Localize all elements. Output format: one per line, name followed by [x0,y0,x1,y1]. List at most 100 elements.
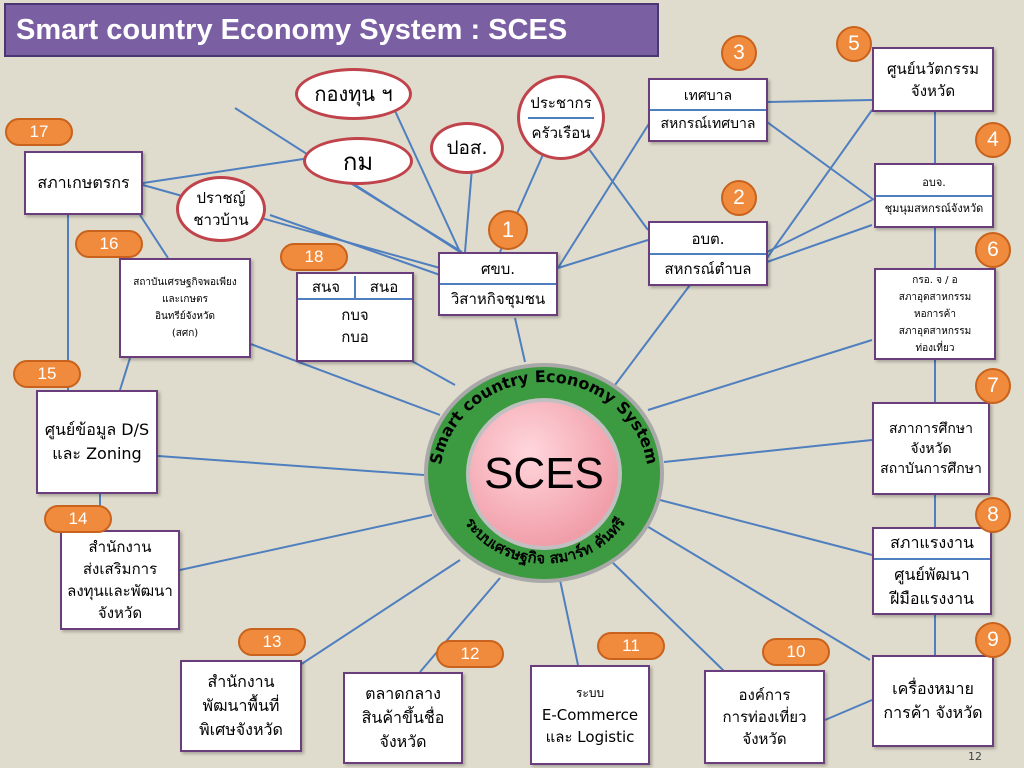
education-line2: จังหวัด [910,440,952,457]
badge-16: 16 [75,230,143,258]
innovation-line1: ศูนย์นวัตกรรม [886,59,980,78]
badge-2: 2 [721,180,757,216]
badge-7: 7 [975,368,1011,404]
sorkhobor-divider [440,283,556,285]
oval-porsor-label: ปอส. [446,137,488,159]
tessaban-line2: สหกรณ์เทศบาล [660,116,756,132]
sapha-kaset-label: สภาเกษตรกร [37,173,130,192]
box-innovation: ศูนย์นวัตกรรม จังหวัด [872,47,994,112]
box-sathaban: สถาบันเศรษฐกิจพอเพียง และเกษตร อินทรีย์จ… [119,258,251,358]
oval-porsor: ปอส. [430,122,504,174]
sanjor-header-row: สนจ สนอ [298,276,412,300]
education-line1: สภาการศึกษา [889,420,973,437]
box-korjor: กรอ. จ / อ สภาอุตสาหกรรม หอการค้า สภาอุต… [874,268,996,360]
slide-title: Smart country Economy System : SCES [4,3,659,57]
badge-13: 13 [238,628,306,656]
sanjor-cell-1: สนจ [298,276,356,298]
box-tourism: องค์การ การท่องเที่ยว จังหวัด [704,670,825,764]
tessaban-line1: เทศบาล [683,88,733,104]
page-number: 12 [968,750,982,763]
oval-prachakorn-divider [528,116,594,119]
data-center-line2: และ Zoning [52,444,142,463]
sces-core: SCES [466,398,622,550]
sanjor-cell-2: สนอ [369,278,399,296]
oval-prachakorn-line1: ประชากร [530,93,592,112]
oval-kom: กม [303,137,413,185]
market-line3: จังหวัด [379,732,427,751]
sanjor-line4: กบอ [341,328,369,346]
orbochor-divider [876,194,992,197]
investment-line4: จังหวัด [97,604,143,622]
box-education: สภาการศึกษา จังหวัด สถาบันการศึกษา [872,402,990,495]
ecommerce-line2: E-Commerce [541,706,639,724]
box-labor: สภาแรงงาน ศูนย์พัฒนา ฝีมือแรงงาน [872,527,992,615]
sathaban-line4: (สศก) [171,328,199,339]
badge-18: 18 [280,243,348,271]
korjor-line5: ท่องเที่ยว [915,342,955,354]
special-zone-line2: พัฒนาพื้นที่ [202,696,280,715]
sorkhobor-line2: วิสาหกิจชุมชน [450,290,546,308]
box-ecommerce: ระบบ E-Commerce และ Logistic [530,665,650,765]
orbochor-line2: ชุมนุมสหกรณ์จังหวัด [884,201,984,215]
sathaban-line1: สถาบันเศรษฐกิจพอเพียง [133,277,237,288]
box-sorkhobor: ศขบ. วิสาหกิจชุมชน [438,252,558,316]
trademark-line2: การค้า จังหวัด [883,703,983,722]
sorkhobor-line1: ศขบ. [480,260,516,278]
special-zone-line3: พิเศษจังหวัด [199,720,283,739]
oval-prachakorn: ประชากร ครัวเรือน [517,75,605,160]
badge-15: 15 [13,360,81,388]
data-center-line1: ศูนย์ข้อมูล D/S [44,420,150,439]
box-special-zone: สำนักงาน พัฒนาพื้นที่ พิเศษจังหวัด [180,660,302,752]
badge-9: 9 [975,622,1011,658]
sanjor-line3: กบจ [341,306,369,324]
oval-prat: ปราชญ์ ชาวบ้าน [176,176,266,242]
labor-line3: ฝีมือแรงงาน [890,589,974,608]
education-line3: สถาบันการศึกษา [880,460,982,477]
badge-5: 5 [836,26,872,62]
innovation-line2: จังหวัด [910,81,956,100]
labor-divider [874,558,990,560]
investment-line2: ส่งเสริมการ [82,560,158,578]
box-orbotor: อบต. สหกรณ์ตำบล [648,221,768,286]
tourism-line2: การท่องเที่ยว [722,708,807,726]
box-data-center: ศูนย์ข้อมูล D/S และ Zoning [36,390,158,494]
badge-14: 14 [44,505,112,533]
box-sapha-kaset: สภาเกษตรกร [24,151,143,215]
badge-6: 6 [975,232,1011,268]
box-investment: สำนักงาน ส่งเสริมการ ลงทุนและพัฒนา จังหว… [60,530,180,630]
oval-kongtun-label: กองทุน ฯ [314,81,393,106]
tourism-line1: องค์การ [738,686,791,704]
box-sanjor: สนจ สนอ กบจ กบอ [296,272,414,362]
orbotor-line1: อบต. [691,229,725,248]
badge-3: 3 [721,35,757,71]
orbotor-divider [650,252,766,255]
box-orbochor: อบจ. ชุมนุมสหกรณ์จังหวัด [874,163,994,228]
labor-line2: ศูนย์พัฒนา [894,565,970,584]
badge-11: 11 [597,632,665,660]
korjor-line4: สภาอุตสาหกรรม [898,325,972,337]
box-market: ตลาดกลาง สินค้าขึ้นชื่อ จังหวัด [343,672,463,764]
sathaban-line3: อินทรีย์จังหวัด [154,311,216,322]
badge-1: 1 [488,210,528,250]
sathaban-line2: และเกษตร [162,294,208,305]
badge-12: 12 [436,640,504,668]
investment-line1: สำนักงาน [88,538,152,556]
ecommerce-line3: และ Logistic [545,728,635,746]
korjor-line1: กรอ. จ / อ [912,274,958,286]
prat-line2: ชาวบ้าน [193,211,249,229]
badge-8: 8 [975,497,1011,533]
badge-17: 17 [5,118,73,146]
badge-10: 10 [762,638,830,666]
sces-core-label: SCES [484,449,604,498]
korjor-line3: หอการค้า [914,308,956,320]
special-zone-line1: สำนักงาน [207,672,275,691]
prat-line1: ปราชญ์ [196,189,246,207]
investment-line3: ลงทุนและพัฒนา [67,582,173,600]
box-trademark: เครื่องหมาย การค้า จังหวัด [872,655,994,747]
oval-kom-label: กม [342,147,374,176]
market-line1: ตลาดกลาง [365,684,441,703]
orbotor-line2: สหกรณ์ตำบล [664,259,752,278]
ecommerce-line1: ระบบ [575,686,605,700]
tessaban-divider [650,109,766,111]
